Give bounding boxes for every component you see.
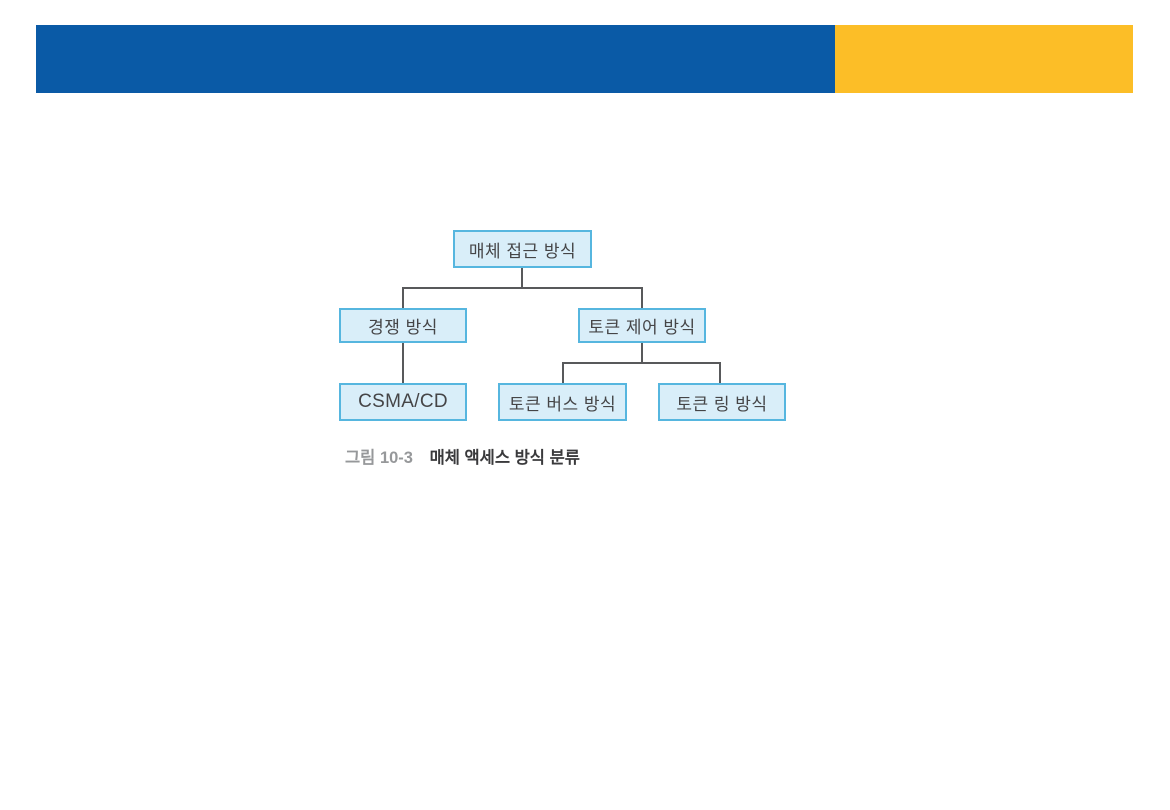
figure-number: 그림 10-3 xyxy=(345,449,413,467)
connector-contention-to-csma xyxy=(402,343,404,383)
connector-level1-horizontal xyxy=(402,287,643,289)
figure-caption: 그림 10-3 매체 액세스 방식 분류 xyxy=(345,444,580,468)
figure-title: 매체 액세스 방식 분류 xyxy=(429,449,580,467)
node-token-bus-method: 토큰 버스 방식 xyxy=(498,383,627,421)
connector-token-control-down xyxy=(641,343,643,364)
node-media-access-method: 매체 접근 방식 xyxy=(453,230,592,268)
connector-to-token-control xyxy=(641,287,643,308)
connector-root-down xyxy=(521,268,523,288)
header-yellow-bar xyxy=(835,25,1133,93)
node-contention-method: 경쟁 방식 xyxy=(339,308,467,343)
connector-level2-horizontal xyxy=(562,362,721,364)
node-csma-cd: CSMA/CD xyxy=(339,383,467,421)
node-token-control-method: 토큰 제어 방식 xyxy=(578,308,706,343)
connector-to-token-bus xyxy=(562,362,564,383)
connector-to-contention xyxy=(402,287,404,308)
header-blue-bar xyxy=(36,25,835,93)
node-token-ring-method: 토큰 링 방식 xyxy=(658,383,786,421)
connector-to-token-ring xyxy=(719,362,721,383)
